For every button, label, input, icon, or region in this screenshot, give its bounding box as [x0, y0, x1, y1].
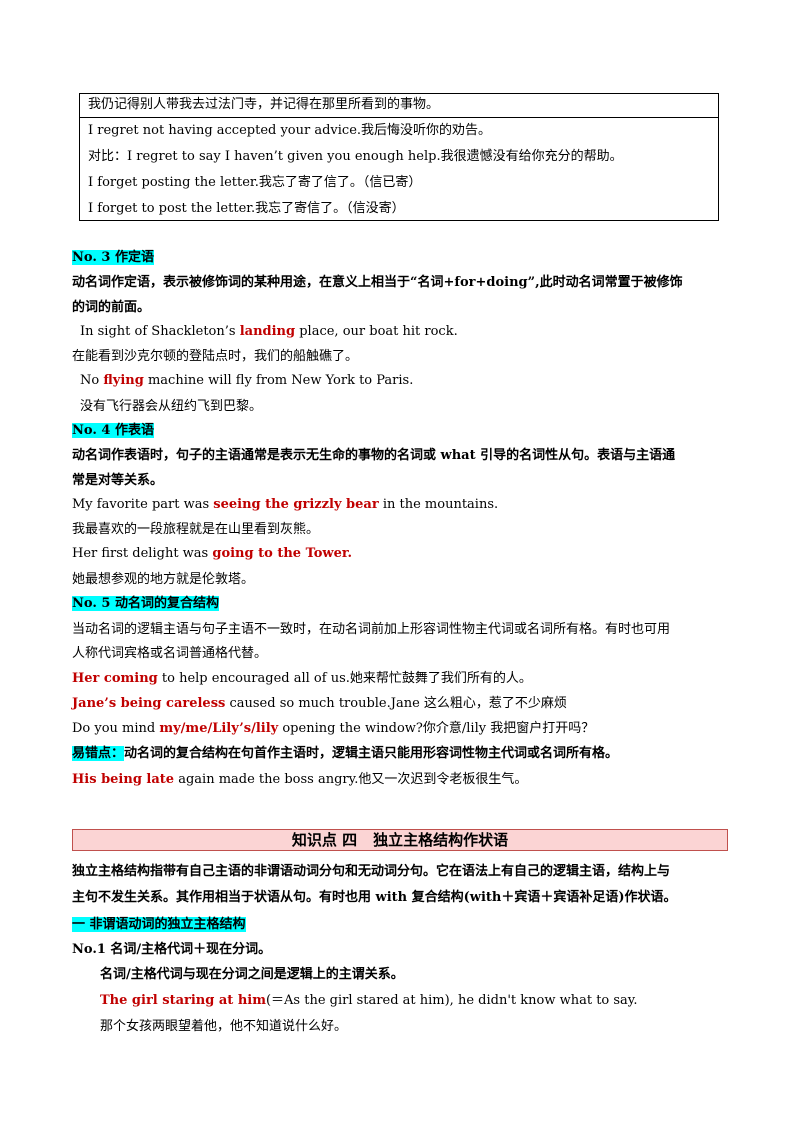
- example-sentence: My favorite part was seeing the grizzly …: [72, 497, 499, 512]
- section-heading-no4: No. 4 作表语: [72, 423, 154, 438]
- rule-text: 的词的前面。: [72, 300, 151, 315]
- example-sentence: Her coming to help encouraged all of us.…: [72, 671, 532, 686]
- intro-text: 主句不发生关系。其作用相当于状语从句。有时也用 with 复合结构(with＋宾…: [72, 890, 677, 905]
- example-sentence: The girl staring at him(＝As the girl sta…: [100, 993, 638, 1008]
- table-cell-text: I regret not having accepted your advice…: [88, 123, 492, 138]
- rule-text: 当动名词的逻辑主语与句子主语不一致时，在动名词前加上形容词性物主代词或名词所有格…: [72, 622, 671, 637]
- example-translation: 那个女孩两眼望着他，他不知道说什么好。: [100, 1019, 348, 1034]
- section-heading-no3: No. 3 作定语: [72, 250, 154, 265]
- rule-text: 名词/主格代词与现在分词之间是逻辑上的主谓关系。: [100, 967, 404, 982]
- rule-text: 常是对等关系。: [72, 473, 164, 488]
- example-translation: 我最喜欢的一段旅程就是在山里看到灰熊。: [72, 522, 320, 537]
- table-row: 我仍记得别人带我去过法门寺，并记得在那里所看到的事物。: [80, 94, 718, 118]
- note-label: 易错点：: [72, 746, 125, 761]
- example-sentence: Her first delight was going to the Tower…: [72, 546, 353, 561]
- table-cell-text: 我仍记得别人带我去过法门寺，并记得在那里所看到的事物。: [88, 97, 440, 112]
- example-translation: 没有飞行器会从纽约飞到巴黎。: [80, 399, 263, 414]
- example-sentence: No flying machine will fly from New York…: [80, 373, 414, 388]
- rule-text: 动名词作定语，表示被修饰词的某种用途，在意义上相当于“名词+for+doing”…: [72, 275, 683, 290]
- example-sentence: Jane’s being careless caused so much tro…: [72, 696, 567, 711]
- example-table: 我仍记得别人带我去过法门寺，并记得在那里所看到的事物。 I regret not…: [79, 93, 719, 221]
- rule-text: 动名词作表语时，句子的主语通常是表示无生命的事物的名词或 what 引导的名词性…: [72, 448, 676, 463]
- example-sentence: Do you mind my/me/Lily’s/lily opening th…: [72, 721, 595, 736]
- intro-text: 独立主格结构指带有自己主语的非谓语动词分句和无动词分句。它在语法上有自己的逻辑主…: [72, 864, 671, 879]
- table-cell-text: I forget to post the letter.我忘了寄信了。（信没寄）: [88, 201, 405, 216]
- section-title-band: 知识点 四独立主格结构作状语: [72, 829, 728, 851]
- subsection-heading: 一 非谓语动词的独立主格结构: [72, 917, 246, 932]
- table-cell-text: I forget posting the letter.我忘了寄了信了。（信已寄…: [88, 175, 422, 190]
- table-cell-text: 对比：I regret to say I haven’t given you e…: [88, 149, 623, 164]
- example-translation: 她最想参观的地方就是伦敦塔。: [72, 572, 255, 587]
- example-sentence: His being late again made the boss angry…: [72, 772, 528, 787]
- no1-heading: No.1 名词/主格代词＋现在分词。: [72, 942, 272, 957]
- example-translation: 在能看到沙克尔顿的登陆点时，我们的船触礁了。: [72, 349, 359, 364]
- common-mistake-note: 易错点：动名词的复合结构在句首作主语时，逻辑主语只能用形容词性物主代词或名词所有…: [72, 746, 619, 761]
- rule-text: 人称代词宾格或名词普通格代替。: [72, 646, 268, 661]
- example-sentence: In sight of Shackleton’s landing place, …: [80, 324, 458, 339]
- section-heading-no5: No. 5 动名词的复合结构: [72, 596, 219, 611]
